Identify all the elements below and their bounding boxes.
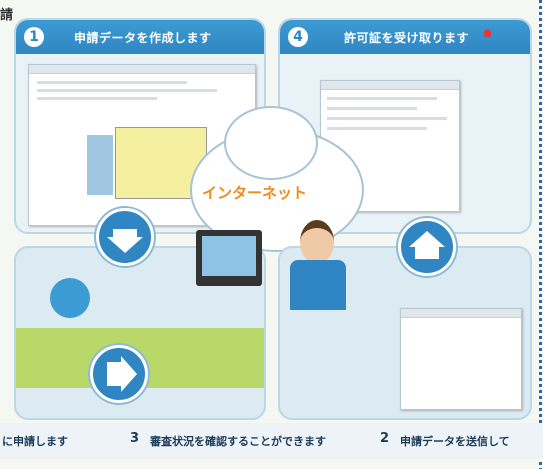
step-2-number: 2 — [380, 431, 390, 446]
step-4-header: 4 許可証を受け取ります ● — [280, 20, 530, 54]
logo — [50, 278, 90, 318]
head — [300, 220, 334, 264]
text-line — [37, 89, 217, 92]
step-2-title: 申請データを送信して — [400, 435, 510, 448]
step-1-title: 申請データを作成します — [74, 31, 212, 45]
cloud-puff — [224, 106, 318, 180]
monitor — [196, 230, 262, 286]
alert-mark: ● — [483, 28, 492, 39]
sidebar-thumb — [87, 135, 113, 195]
step-4-panel: 4 許可証を受け取ります ● — [278, 18, 532, 234]
arrow-up-svg — [409, 231, 445, 259]
text-line — [327, 117, 447, 120]
app-window-2 — [400, 308, 522, 410]
window-toolbar — [401, 309, 521, 318]
footer-bar: に申請します 3 審査状況を確認することができます 2 申請データを送信して — [0, 423, 543, 459]
internet-label: インターネット — [202, 184, 308, 202]
dashed-border — [539, 0, 542, 469]
arrow-down-icon — [96, 208, 154, 266]
arrow-up-icon — [398, 218, 456, 276]
screen — [202, 236, 256, 276]
window-toolbar — [29, 65, 255, 74]
step-1-header: 1 申請データを作成します — [16, 20, 264, 54]
arrow-right-svg — [107, 356, 137, 392]
text-line — [327, 107, 417, 110]
window-toolbar — [321, 81, 459, 90]
step-4-title: 許可証を受け取ります — [344, 31, 470, 45]
arrow-right-icon — [90, 345, 148, 403]
user-at-computer-icon — [290, 220, 346, 310]
corner-label: 請 — [0, 8, 14, 23]
step-3-number: 3 — [130, 431, 140, 446]
footer-left-text: に申請します — [2, 435, 68, 448]
step-3-title: 審査状況を確認することができます — [150, 435, 326, 448]
arrow-down-svg — [107, 229, 143, 253]
text-line — [37, 81, 187, 84]
step-4-number: 4 — [288, 27, 308, 47]
text-line — [327, 127, 427, 130]
body — [290, 260, 346, 310]
text-line — [37, 97, 157, 100]
step-1-number: 1 — [24, 27, 44, 47]
text-line — [327, 97, 437, 100]
